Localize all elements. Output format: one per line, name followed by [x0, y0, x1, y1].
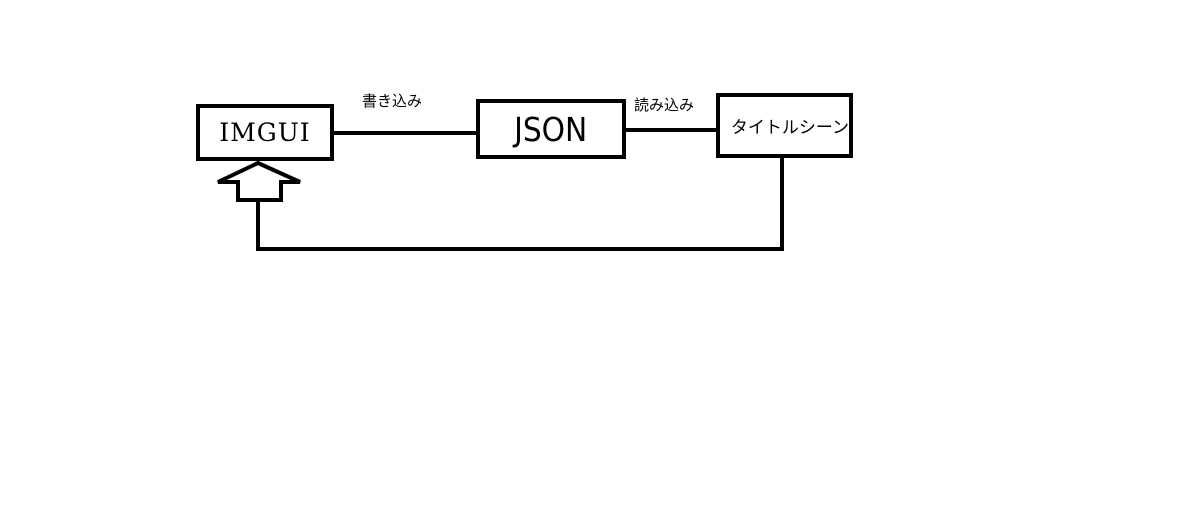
edge-label-read: 読み込み [634, 96, 695, 114]
node-json: JSON [476, 99, 626, 159]
node-title-scene: タイトルシーン [716, 93, 853, 158]
node-imgui: IMGUI [196, 104, 334, 161]
connector-feedback-loop [256, 158, 784, 251]
node-title-scene-label: タイトルシーン [730, 118, 849, 138]
edge-label-write: 書き込み [362, 92, 423, 110]
up-arrow-icon [217, 160, 301, 202]
node-json-label: JSON [514, 109, 588, 149]
node-imgui-label: IMGUI [219, 118, 311, 147]
